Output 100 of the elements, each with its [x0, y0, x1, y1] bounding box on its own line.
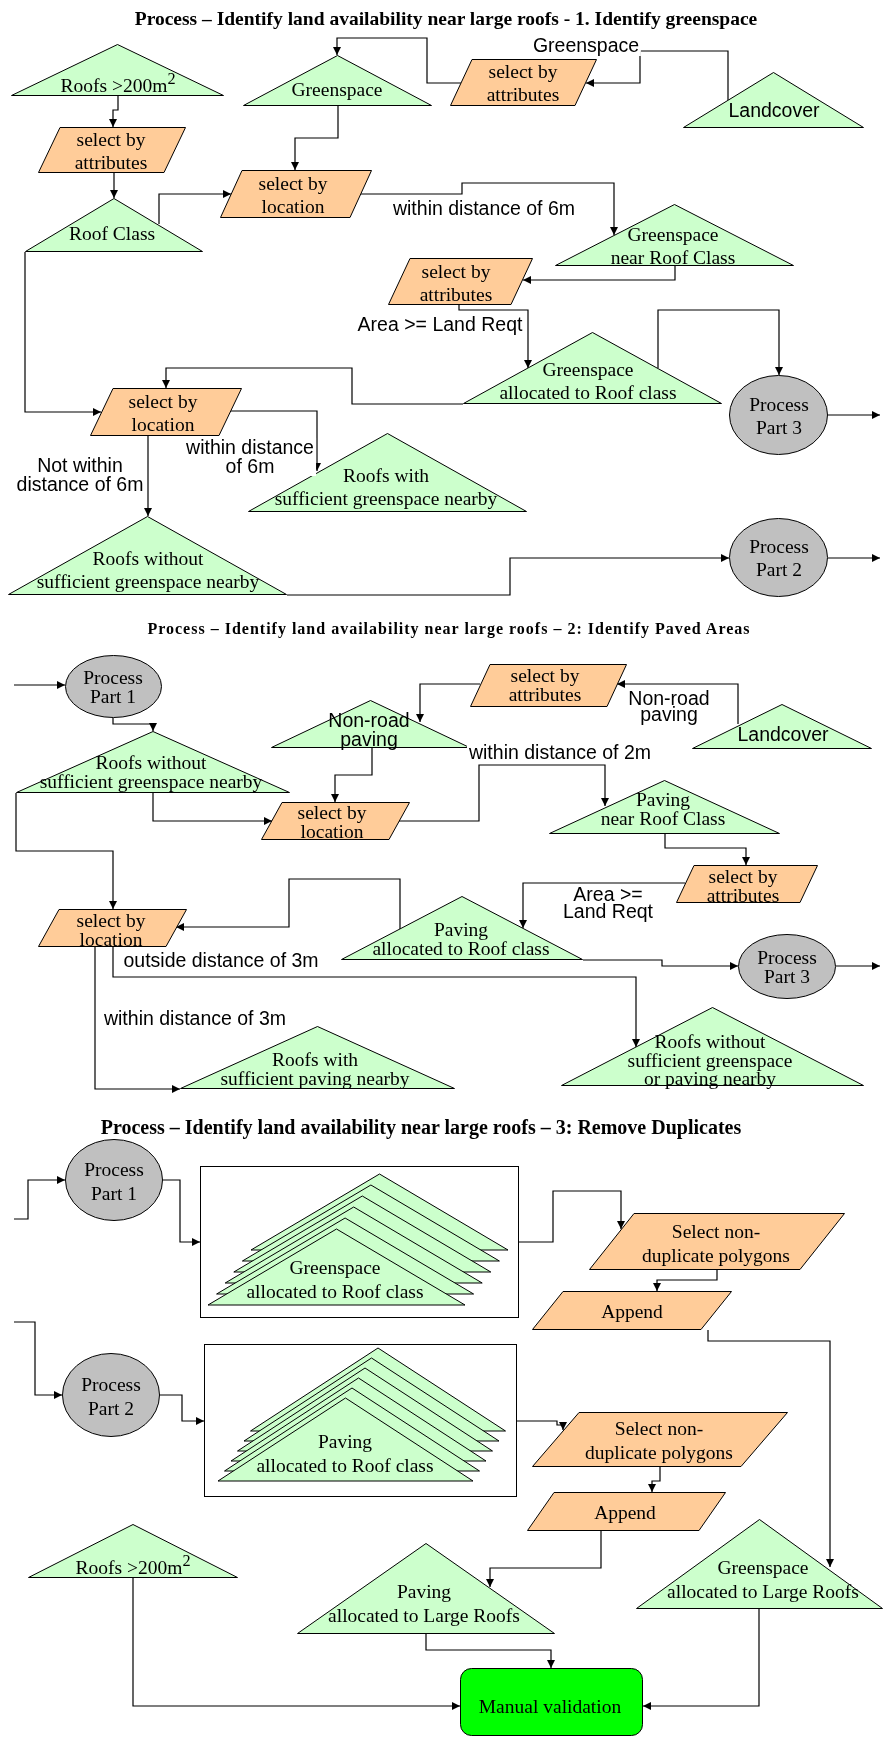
process-circle — [65, 1139, 163, 1221]
connector-arrow — [827, 554, 881, 562]
process-parallelogram — [676, 865, 818, 903]
node-label: select by attributes — [508, 667, 582, 704]
connector-arrow — [582, 959, 739, 970]
stacked-triangles — [218, 1348, 506, 1481]
connector-arrow — [13, 681, 66, 689]
connector-arrow — [835, 962, 881, 970]
node-label: Roofs without sufficient greenspace nearby — [36, 548, 260, 593]
node-label: Landcover — [737, 725, 829, 744]
node-label: Append — [601, 1300, 663, 1324]
node-label: select by location — [258, 173, 328, 218]
edge-label: Area >= Land Reqt — [355, 313, 525, 335]
data-triangle — [297, 1543, 555, 1634]
connector-arrow — [13, 1176, 66, 1220]
stacked-triangles — [208, 1174, 508, 1305]
node-label: Process Part 2 — [81, 1373, 141, 1420]
process-circle — [62, 1353, 160, 1437]
connector-arrow — [648, 1466, 661, 1493]
node-label: select by attributes — [74, 129, 148, 174]
group-frame — [200, 1166, 519, 1318]
node-label: Greenspace — [291, 79, 383, 102]
connector-arrow — [112, 946, 640, 1048]
connector-arrow — [522, 265, 676, 284]
connector-arrow — [707, 1329, 834, 1568]
connector-arrow — [664, 833, 750, 866]
connector-arrow — [132, 1577, 461, 1710]
node-label: Process Part 3 — [749, 394, 809, 439]
connector-arrow — [827, 411, 881, 419]
edge-label: Not within distance of 6m — [14, 456, 146, 494]
connector-arrow — [458, 304, 532, 369]
process-parallelogram — [532, 1291, 732, 1330]
data-triangle — [16, 731, 290, 793]
process-parallelogram — [38, 127, 186, 173]
connector-arrow — [152, 792, 273, 825]
connector-arrow — [162, 367, 464, 405]
connector-arrow — [642, 1608, 760, 1710]
connector-arrow — [516, 1420, 567, 1431]
node-label: Greenspace near Roof Class — [610, 224, 736, 269]
node-label: Paving allocated to Large Roofs — [328, 1580, 520, 1627]
data-triangle — [683, 72, 864, 128]
edge-label: within distance of 6m — [184, 438, 316, 476]
connector-arrow — [616, 680, 739, 725]
connector-arrow — [94, 946, 181, 1093]
node-label: Paving allocated to Roof class — [256, 1430, 434, 1477]
node-label: Paving allocated to Roof class — [372, 921, 550, 958]
connector-arrow — [416, 683, 481, 723]
connector-arrow — [657, 309, 783, 376]
data-triangle — [25, 198, 203, 252]
process-parallelogram — [470, 664, 627, 707]
node-label: select by attributes — [486, 61, 560, 106]
process-circle — [738, 934, 836, 999]
node-label: Roofs without sufficient greenspace nearby — [39, 754, 263, 791]
process-parallelogram — [220, 170, 372, 218]
process-parallelogram — [261, 802, 410, 840]
node-label: select by attributes — [419, 261, 493, 306]
connector-arrow — [112, 717, 157, 732]
node-label: Manual validation — [478, 1695, 622, 1719]
diagram-title: Process – Identify land availability near large roofs - 1. Identify greenspace — [134, 8, 758, 30]
connector-arrow — [15, 792, 117, 910]
connector-arrow — [653, 1269, 718, 1292]
process-circle — [65, 655, 162, 718]
connector-arrow — [158, 190, 232, 225]
node-label: Select non-duplicate polygons — [641, 1220, 791, 1267]
section-title: Process – Identify land availability near large roofs – 2: Identify Paved Areas — [147, 620, 751, 638]
connector-arrow — [144, 435, 152, 517]
connector-arrow — [486, 1530, 602, 1588]
connector-arrow — [585, 50, 729, 101]
connector-arrow — [13, 1321, 63, 1399]
connector-arrow — [360, 182, 618, 236]
connector-arrow — [230, 410, 321, 472]
edge-label: Area >= Land Reqt — [561, 886, 655, 920]
process-parallelogram — [38, 909, 187, 947]
node-label: Select non-duplicate polygons — [584, 1417, 734, 1464]
connector-arrow — [162, 1179, 201, 1246]
node-label: Roof Class — [68, 223, 156, 246]
connector-arrow — [518, 1190, 625, 1243]
node-label: select by location — [297, 804, 367, 841]
node-label: Greenspace allocated to Roof class — [246, 1256, 424, 1303]
node-label: Process Part 1 — [84, 1158, 144, 1205]
node-label: Greenspace allocated to Large Roofs — [667, 1556, 859, 1603]
node-label: select by attributes — [706, 868, 780, 905]
group-frame — [204, 1344, 517, 1497]
connector-arrow — [425, 1633, 555, 1669]
process-parallelogram — [527, 1492, 726, 1531]
process-circle — [729, 375, 828, 455]
process-parallelogram — [388, 258, 533, 305]
connector-arrow — [109, 95, 119, 128]
node-label: Roofs >200m$^{2}$ — [75, 1551, 191, 1579]
connector-arrow — [333, 37, 462, 84]
node-label: Paving near Roof Class — [600, 791, 726, 828]
connector-arrow — [175, 878, 401, 931]
node-label: Roofs >200m$^{2}$ — [60, 69, 176, 97]
node-label: Landcover — [728, 99, 820, 122]
data-triangle — [11, 44, 224, 96]
connector-arrow — [331, 747, 373, 803]
data-triangle — [549, 780, 780, 834]
connector-arrow — [398, 764, 609, 822]
data-triangle — [180, 1026, 455, 1089]
node-label: Process Part 3 — [757, 949, 817, 986]
